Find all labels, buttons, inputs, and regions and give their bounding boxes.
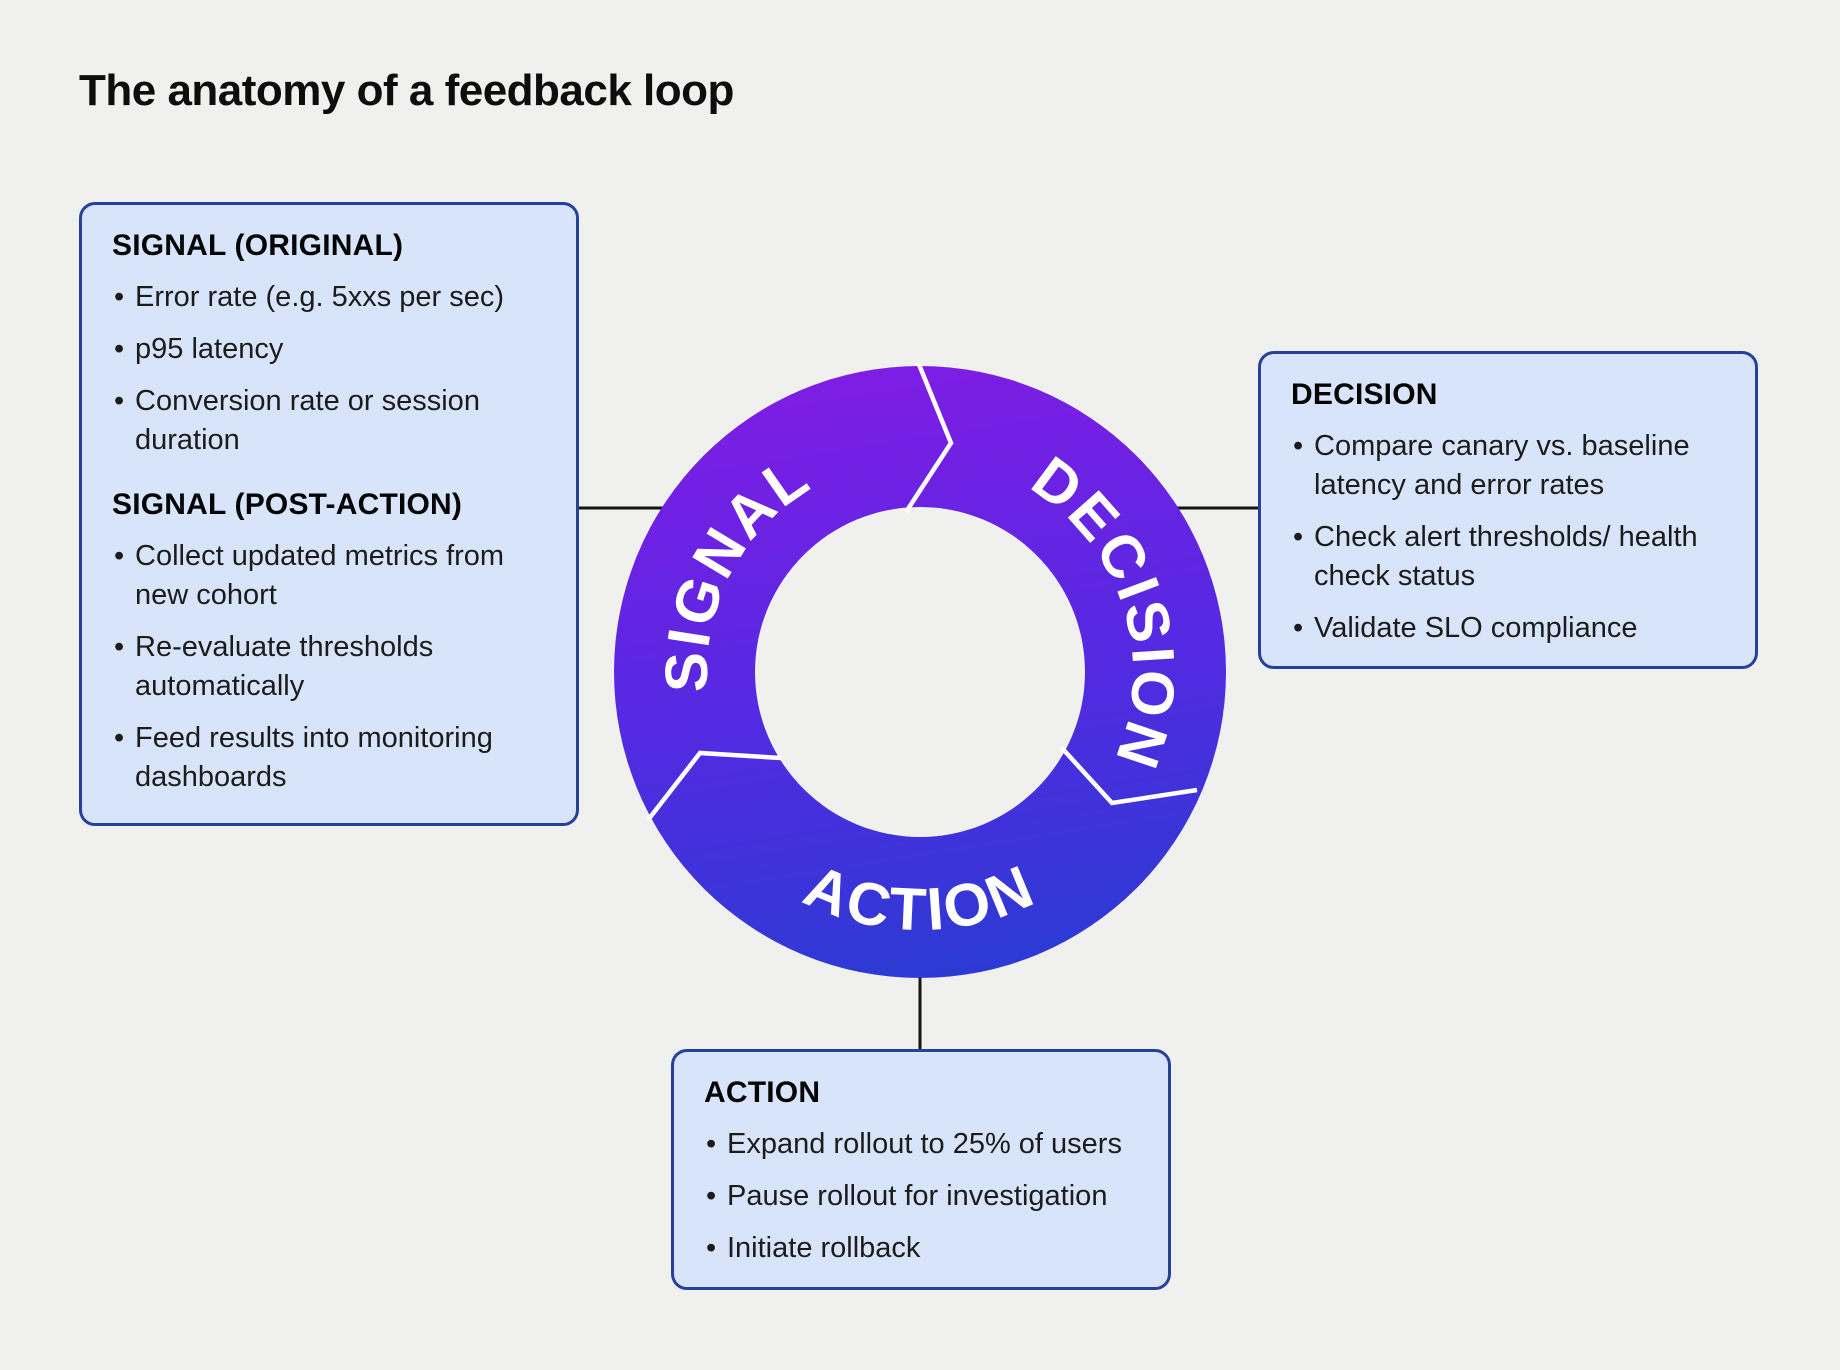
signal-post-action-heading: SIGNAL (POST-ACTION) <box>112 488 463 521</box>
callout-decision: DECISION Compare canary vs. baseline lat… <box>1258 351 1758 669</box>
action-heading: ACTION <box>704 1076 821 1109</box>
list-item: Pause rollout for investigation <box>704 1177 1138 1216</box>
separator-decision-action <box>1059 745 1198 806</box>
signal-original-heading: SIGNAL (ORIGINAL) <box>112 229 404 262</box>
list-item: Validate SLO compliance <box>1291 609 1725 648</box>
decision-list: Compare canary vs. baseline latency and … <box>1291 427 1725 648</box>
list-item: Collect updated metrics from new cohort <box>112 537 546 615</box>
list-item: Initiate rollback <box>704 1229 1138 1268</box>
list-item: Compare canary vs. baseline latency and … <box>1291 427 1725 505</box>
list-item: Error rate (e.g. 5xxs per sec) <box>112 278 546 317</box>
action-list: Expand rollout to 25% of users Pause rol… <box>704 1125 1138 1268</box>
donut-ring <box>614 366 1226 978</box>
callout-action: ACTION Expand rollout to 25% of users Pa… <box>671 1049 1171 1290</box>
list-item: Feed results into monitoring dashboards <box>112 719 546 797</box>
list-item: Check alert thresholds/ health check sta… <box>1291 518 1725 596</box>
list-item: Re-evaluate thresholds automatically <box>112 628 546 706</box>
list-item: p95 latency <box>112 330 546 369</box>
signal-original-list: Error rate (e.g. 5xxs per sec) p95 laten… <box>112 278 546 460</box>
decision-heading: DECISION <box>1291 378 1438 411</box>
signal-post-action-list: Collect updated metrics from new cohort … <box>112 537 546 797</box>
list-item: Conversion rate or session duration <box>112 382 546 460</box>
list-item: Expand rollout to 25% of users <box>704 1125 1138 1164</box>
separator-signal-decision <box>904 361 954 514</box>
separator-action-signal <box>646 750 782 822</box>
page-title: The anatomy of a feedback loop <box>79 66 734 115</box>
callout-signal: SIGNAL (ORIGINAL) Error rate (e.g. 5xxs … <box>79 202 579 826</box>
